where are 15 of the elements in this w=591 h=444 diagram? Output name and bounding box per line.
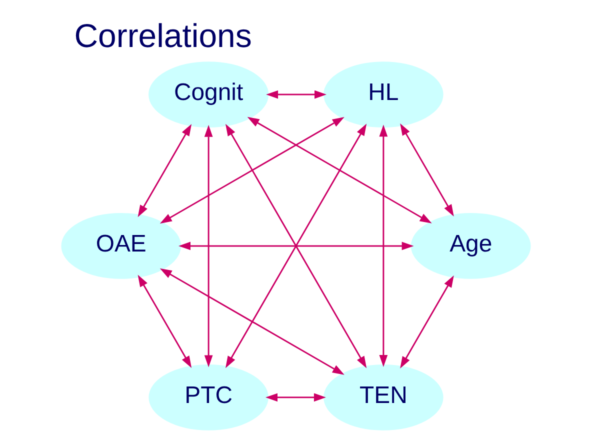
arrow bbox=[246, 116, 432, 224]
arrow bbox=[378, 124, 388, 368]
arrow bbox=[137, 274, 192, 368]
arrow bbox=[159, 268, 344, 375]
arrow bbox=[204, 124, 212, 368]
diagram-title: Correlations bbox=[74, 16, 252, 54]
arrow bbox=[400, 275, 454, 369]
arrow bbox=[137, 124, 192, 218]
arrow bbox=[266, 90, 326, 99]
arrow bbox=[400, 123, 454, 217]
arrow bbox=[178, 242, 414, 250]
arrow bbox=[265, 393, 326, 402]
arrow bbox=[224, 124, 366, 368]
node-ellipse: PTC bbox=[148, 364, 268, 430]
arrow bbox=[159, 117, 344, 224]
